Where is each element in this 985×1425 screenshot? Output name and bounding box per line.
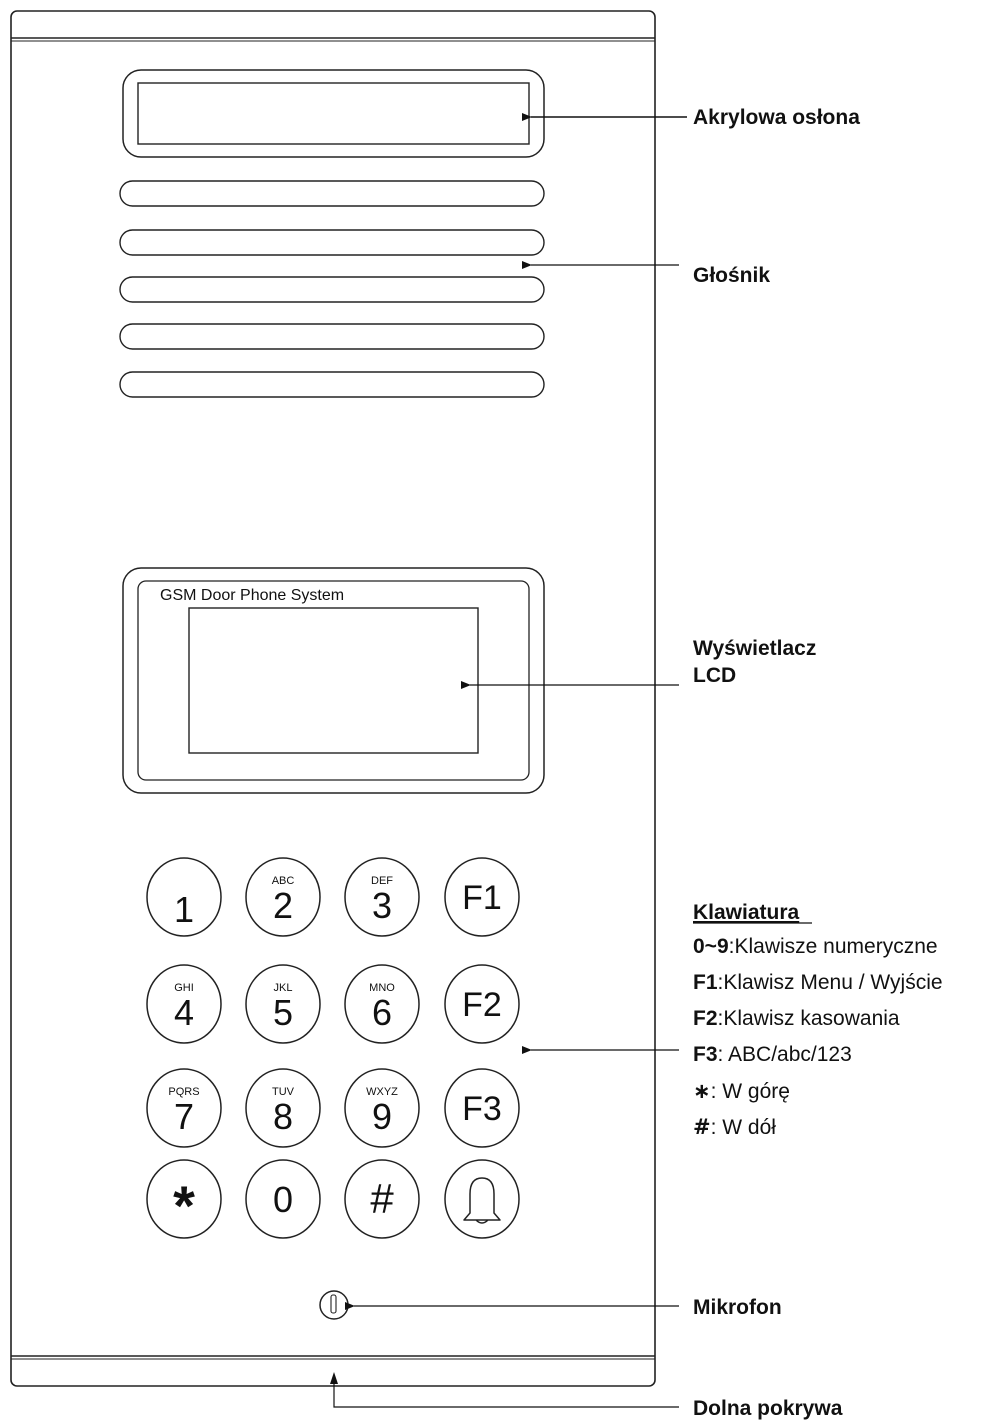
- key-label: 3: [372, 885, 392, 926]
- key-label: #: [370, 1175, 394, 1222]
- legend-item-f2: F2:Klawisz kasowania: [693, 1007, 900, 1030]
- key-f1[interactable]: F1: [444, 857, 520, 937]
- lcd-screen: [188, 607, 479, 754]
- speaker-grille: [119, 180, 545, 398]
- key-7[interactable]: PQRS 7: [146, 1068, 222, 1148]
- bell-icon: [463, 1177, 501, 1224]
- lcd-frame-inner: [137, 580, 530, 781]
- key-letters: DEF: [371, 875, 393, 887]
- label-microphone: Mikrofon: [693, 1296, 782, 1319]
- key-label: 7: [174, 1096, 194, 1137]
- key-label: 4: [174, 992, 194, 1033]
- key-label: F3: [462, 1090, 502, 1128]
- label-bottom-cover: Dolna pokrywa: [693, 1397, 843, 1420]
- key-3[interactable]: DEF 3: [344, 857, 420, 937]
- bottom-cover-arrowhead: [330, 1372, 338, 1384]
- key-letters: GHI: [174, 982, 194, 994]
- key-letters: JKL: [274, 982, 293, 994]
- key-8[interactable]: TUV 8: [245, 1068, 321, 1148]
- label-acrylic-cover: Akrylowa osłona: [693, 106, 860, 129]
- key-label: 9: [372, 1096, 392, 1137]
- key-0[interactable]: 0: [245, 1159, 321, 1239]
- key-label: 8: [273, 1096, 293, 1137]
- key-label: 5: [273, 992, 293, 1033]
- speaker-slot: [119, 276, 545, 303]
- key-letters: ABC: [272, 875, 295, 887]
- speaker-slot: [119, 371, 545, 398]
- legend-item-star: ∗: W górę: [693, 1079, 790, 1103]
- key-label: F1: [462, 879, 502, 917]
- legend-item-f1: F1:Klawisz Menu / Wyjście: [693, 971, 943, 994]
- key-f3[interactable]: F3: [444, 1068, 520, 1148]
- key-label: 6: [372, 992, 392, 1033]
- speaker-slot: [119, 323, 545, 350]
- key-label: 1: [174, 889, 194, 930]
- label-speaker: Głośnik: [693, 264, 770, 287]
- key-letters: PQRS: [168, 1086, 199, 1098]
- key-letters: TUV: [272, 1086, 295, 1098]
- key-label: 0: [273, 1179, 293, 1220]
- device-panel: [10, 10, 656, 1387]
- key-label: 2: [273, 885, 293, 926]
- keypad: 1 ABC 2 DEF 3 F1 GHI 4 JKL 5 MNO: [146, 857, 520, 1239]
- key-f2[interactable]: F2: [444, 964, 520, 1044]
- lcd-caption: GSM Door Phone System: [160, 587, 344, 604]
- key-letters: MNO: [369, 982, 395, 994]
- label-lcd-line2: LCD: [693, 664, 736, 687]
- key-9[interactable]: WXYZ 9: [344, 1068, 420, 1148]
- key-bell[interactable]: [444, 1159, 520, 1239]
- lcd-frame-outer: [122, 567, 545, 794]
- bottom-cover-leader: [333, 1384, 679, 1408]
- acrylic-cover-outer: [122, 69, 545, 158]
- legend-item-numeric: 0~9:Klawisze numeryczne: [693, 935, 938, 958]
- key-label: *: [173, 1174, 195, 1237]
- key-hash[interactable]: #: [344, 1159, 420, 1239]
- label-lcd-line1: Wyświetlacz: [693, 637, 816, 660]
- keypad-legend-title: Klawiatura: [693, 901, 800, 924]
- speaker-slot: [119, 180, 545, 207]
- legend-item-hash: #: W dół: [693, 1115, 776, 1139]
- speaker-slot: [119, 229, 545, 256]
- key-label: F2: [462, 986, 502, 1024]
- key-star[interactable]: *: [146, 1159, 222, 1239]
- legend-item-f3: F3: ABC/abc/123: [693, 1043, 852, 1066]
- microphone-hole: [319, 1290, 349, 1320]
- key-6[interactable]: MNO 6: [344, 964, 420, 1044]
- key-letters: WXYZ: [366, 1086, 398, 1098]
- key-2[interactable]: ABC 2: [245, 857, 321, 937]
- key-4[interactable]: GHI 4: [146, 964, 222, 1044]
- key-1[interactable]: 1: [146, 857, 222, 937]
- keypad-legend: Klawiatura 0~9:Klawisze numeryczne F1:Kl…: [693, 901, 943, 1139]
- key-5[interactable]: JKL 5: [245, 964, 321, 1044]
